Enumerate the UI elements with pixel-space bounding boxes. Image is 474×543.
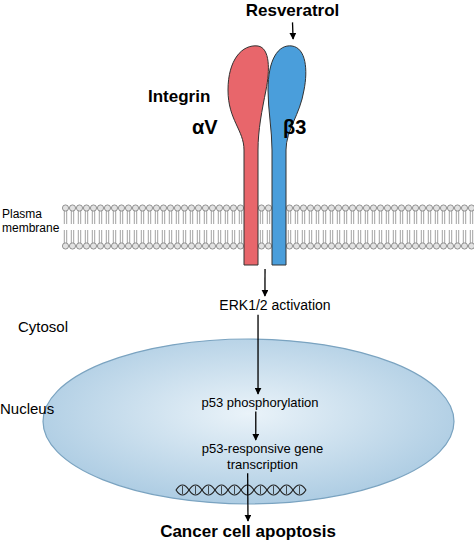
- node-text: αV: [192, 116, 218, 139]
- node-text: ERK1/2 activation: [200, 297, 350, 314]
- node-text: Resveratrol: [230, 1, 355, 21]
- node-text: Cancer cell apoptosis: [140, 522, 356, 542]
- alpha-subunit: [228, 46, 268, 265]
- signal-arrow: [257, 315, 258, 394]
- nucleus-outline: [42, 338, 455, 505]
- region-label: Plasma membrane: [2, 208, 64, 236]
- signal-arrow: [247, 473, 249, 521]
- process-step: p53-responsive gene transcription: [195, 441, 330, 472]
- ligand-label: Resveratrol: [230, 1, 355, 21]
- signal-arrow: [292, 22, 294, 39]
- region-label: Cytosol: [18, 318, 88, 335]
- node-text: Nucleus: [0, 400, 54, 417]
- process-step: ERK1/2 activation: [200, 297, 350, 314]
- beta-subunit: [268, 46, 306, 265]
- signal-arrow: [264, 269, 265, 296]
- node-text: p53 phosphorylation: [190, 395, 330, 411]
- signal-arrow: [255, 412, 256, 440]
- node-text: β3: [283, 116, 306, 139]
- integrin-receptor: IntegrinαVβ3: [222, 40, 312, 268]
- outcome-label: Cancer cell apoptosis: [140, 522, 356, 542]
- node-text: Integrin: [148, 87, 210, 107]
- integrin-shape: [222, 40, 312, 268]
- node-text: p53-responsive gene transcription: [195, 441, 330, 472]
- process-step: p53 phosphorylation: [190, 395, 330, 411]
- nucleus-ellipse: Nucleusp53 phosphorylationp53-responsive…: [42, 338, 455, 505]
